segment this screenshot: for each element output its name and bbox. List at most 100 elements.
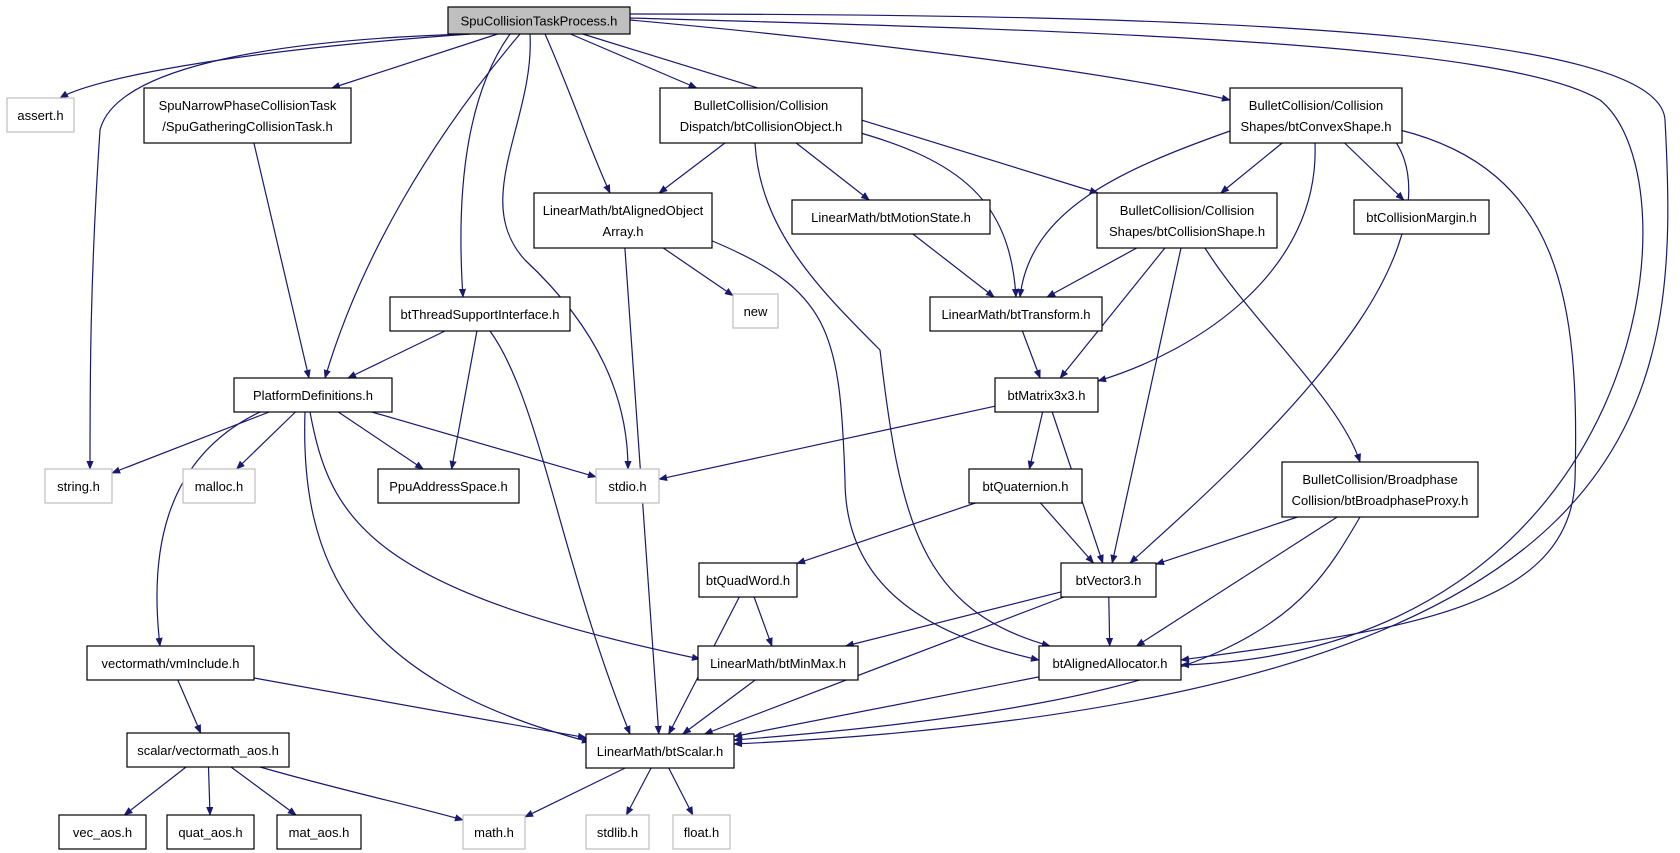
edge-collobj-to-transform (849, 129, 1020, 298)
node-label: LinearMath/btMotionState.h (811, 210, 971, 225)
node-scalar[interactable]: LinearMath/btScalar.h (585, 733, 735, 769)
edge-platform-to-ppu (337, 411, 424, 470)
edge-vector-to-allocator (1105, 596, 1114, 647)
edge-scalar-to-math (524, 767, 626, 818)
node-convex[interactable]: BulletCollision/CollisionShapes/btConvex… (1229, 87, 1403, 144)
edge-scalar-to-float (668, 767, 694, 816)
edge-motionstate-to-transform (912, 233, 995, 298)
edge-vector-to-scalar (703, 596, 1065, 735)
node-box (58, 814, 147, 850)
node-transform[interactable]: LinearMath/btTransform.h (929, 296, 1103, 332)
node-label: BulletCollision/Broadphase (1302, 472, 1457, 487)
node-thread[interactable]: btThreadSupportInterface.h (389, 296, 571, 332)
edge-platform-to-stdio (371, 411, 597, 479)
edge-root-to-gathering (331, 33, 498, 89)
node-quataos[interactable]: quat_aos.h (166, 814, 255, 850)
edge-collobj-to-motionstate (795, 142, 870, 201)
node-string[interactable]: string.h (44, 468, 113, 504)
node-box (659, 87, 863, 144)
node-mataos[interactable]: mat_aos.h (276, 814, 362, 850)
node-matrix[interactable]: btMatrix3x3.h (994, 377, 1099, 413)
node-label: new (744, 304, 768, 319)
node-label: btCollisionMargin.h (1366, 210, 1477, 225)
edge-vaos-to-mataos (230, 766, 297, 816)
node-new[interactable]: new (732, 293, 779, 329)
node-root[interactable]: SpuCollisionTaskProcess.h (447, 6, 631, 35)
node-label: Collision/btBroadphaseProxy.h (1292, 493, 1469, 508)
node-box (697, 645, 859, 681)
node-label: Dispatch/btCollisionObject.h (680, 119, 843, 134)
node-label: BulletCollision/Collision (1120, 203, 1254, 218)
node-label: math.h (474, 825, 514, 840)
node-quat[interactable]: btQuaternion.h (968, 468, 1083, 504)
node-vecaos[interactable]: vec_aos.h (58, 814, 147, 850)
edge-proxy-to-scalar (733, 516, 1361, 743)
node-vaos[interactable]: scalar/vectormath_aos.h (126, 732, 290, 768)
node-label: btVector3.h (1076, 573, 1142, 588)
node-vector[interactable]: btVector3.h (1060, 562, 1157, 598)
node-ppu[interactable]: PpuAddressSpace.h (377, 468, 520, 504)
edge-collshape-to-proxy (1204, 247, 1361, 463)
edge-convex-to-collshape (1220, 142, 1283, 194)
edge-convex-to-transform (1017, 130, 1231, 298)
node-label: SpuNarrowPhaseCollisionTask (159, 98, 337, 113)
node-label: Shapes/btConvexShape.h (1240, 119, 1391, 134)
edge-platform-to-vminclude (155, 411, 261, 647)
node-box (377, 468, 520, 504)
node-allocator[interactable]: btAlignedAllocator.h (1038, 645, 1182, 681)
edge-proxy-to-vector (1155, 516, 1298, 566)
edge-transform-to-matrix (1021, 330, 1041, 379)
edge-vector-to-minmax (844, 591, 1062, 648)
node-collobj[interactable]: BulletCollision/CollisionDispatch/btColl… (659, 87, 863, 144)
node-label: scalar/vectormath_aos.h (137, 743, 279, 758)
node-box (672, 814, 731, 850)
node-box (233, 377, 393, 413)
node-math[interactable]: math.h (462, 814, 526, 850)
node-label: LinearMath/btScalar.h (597, 744, 723, 759)
edge-vaos-to-quataos (206, 766, 214, 816)
node-label: btAlignedAllocator.h (1053, 656, 1168, 671)
node-motionstate[interactable]: LinearMath/btMotionState.h (791, 199, 991, 235)
node-proxy[interactable]: BulletCollision/BroadphaseCollision/btBr… (1281, 461, 1479, 518)
node-malloc[interactable]: malloc.h (182, 468, 256, 504)
node-margin[interactable]: btCollisionMargin.h (1353, 199, 1490, 235)
edge-root-to-platform (323, 33, 521, 379)
node-box (462, 814, 526, 850)
node-stdlib[interactable]: stdlib.h (585, 814, 650, 850)
edge-convex-to-allocator (1180, 129, 1577, 663)
edge-alignedarr-to-new (662, 247, 734, 297)
edge-collshape-to-transform (1046, 247, 1137, 298)
edge-collshape-to-matrix (1059, 247, 1166, 379)
node-stdio[interactable]: stdio.h (595, 468, 660, 504)
edge-root-to-alignedarr (544, 33, 611, 194)
node-label: vec_aos.h (73, 825, 132, 840)
node-gathering[interactable]: SpuNarrowPhaseCollisionTask/SpuGathering… (143, 87, 352, 144)
edge-vminclude-to-vaos (177, 679, 202, 734)
node-label: /SpuGatheringCollisionTask.h (162, 119, 333, 134)
node-platform[interactable]: PlatformDefinitions.h (233, 377, 393, 413)
node-minmax[interactable]: LinearMath/btMinMax.h (697, 645, 859, 681)
edge-quat-to-quadword (796, 502, 976, 565)
edge-platform-to-string (111, 411, 270, 474)
node-box (994, 377, 1099, 413)
node-box (791, 199, 991, 235)
node-label: SpuCollisionTaskProcess.h (461, 14, 618, 29)
node-vminclude[interactable]: vectormath/vmInclude.h (86, 645, 255, 681)
node-box (533, 192, 713, 249)
edge-root-to-thread (458, 33, 511, 298)
edge-matrix-to-stdio (658, 405, 996, 481)
edge-root-to-allocator (629, 17, 1644, 669)
node-box (1060, 562, 1157, 598)
node-label: stdio.h (608, 479, 646, 494)
node-assert[interactable]: assert.h (6, 97, 75, 133)
edge-vaos-to-vecaos (123, 766, 187, 816)
node-quadword[interactable]: btQuadWord.h (698, 562, 798, 598)
node-box (166, 814, 255, 850)
edge-vaos-to-math (259, 766, 464, 822)
node-collshape[interactable]: BulletCollision/CollisionShapes/btCollis… (1096, 192, 1278, 249)
edge-minmax-to-scalar (682, 679, 756, 735)
node-float[interactable]: float.h (672, 814, 731, 850)
edge-thread-to-ppu (449, 330, 478, 470)
node-label: float.h (684, 825, 719, 840)
